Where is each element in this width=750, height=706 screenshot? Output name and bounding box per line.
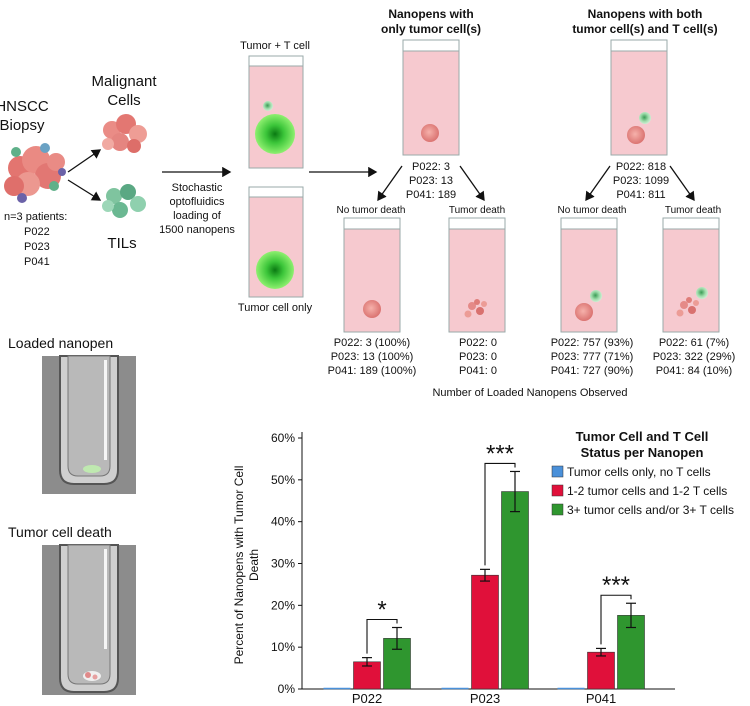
arrow <box>67 179 102 201</box>
no-death-count: P041: 189 (100%) <box>328 365 417 377</box>
arrow <box>377 165 403 202</box>
group-count: P022: 818 <box>616 161 666 173</box>
x-tick-label: P023 <box>470 691 500 706</box>
arrow <box>669 165 695 202</box>
micrograph-tumor-cell-death <box>42 544 136 695</box>
y-axis-label: Death <box>247 549 261 581</box>
no-death-count: P022: 3 (100%) <box>334 337 410 349</box>
nanopen-death-both <box>662 217 720 333</box>
significance-marker: * <box>377 597 386 624</box>
biopsy-label-1: HNSCC <box>0 98 49 115</box>
no-death-count: P023: 777 (71%) <box>551 351 634 363</box>
loading-text: 1500 nanopens <box>159 224 235 236</box>
y-axis-label: Percent of Nanopens with Tumor Cell <box>232 466 246 665</box>
legend-swatch <box>551 484 564 497</box>
legend-label: 3+ tumor cells and/or 3+ T cells <box>567 503 734 517</box>
observed-caption: Number of Loaded Nanopens Observed <box>432 387 627 399</box>
nanopen-tumor-only <box>248 186 304 298</box>
y-tick-label: 0% <box>278 682 296 696</box>
malignant-label-1: Malignant <box>91 73 157 90</box>
group-count: P023: 1099 <box>613 175 669 187</box>
no-death-count: P023: 13 (100%) <box>331 351 414 363</box>
legend-swatch <box>551 465 564 478</box>
no-death-label: No tumor death <box>337 205 406 216</box>
group-count: P041: 189 <box>406 189 456 201</box>
patient-id: P022 <box>24 226 50 238</box>
arrow <box>585 165 611 202</box>
patient-id: P041 <box>24 256 50 268</box>
nanopen-both <box>610 39 668 156</box>
group-count: P023: 13 <box>409 175 453 187</box>
tumor-t-cell-label: Tumor + T cell <box>240 40 310 52</box>
death-count: P022: 61 (7%) <box>659 337 729 349</box>
group-count: P041: 811 <box>616 189 665 201</box>
group-only-tumor-title: only tumor cell(s) <box>381 22 481 36</box>
y-tick-label: 20% <box>271 598 295 612</box>
bar-chart: Tumor Cell and T Cell Status per Nanopen… <box>232 429 734 706</box>
tils-label: TILs <box>107 235 136 252</box>
malignant-label-2: Cells <box>107 92 140 109</box>
significance-bracket <box>366 618 398 654</box>
group-count: P022: 3 <box>412 161 450 173</box>
chart-title: Status per Nanopen <box>581 445 704 460</box>
loading-text: Stochastic <box>172 182 223 194</box>
loading-text: optofluidics <box>169 196 225 208</box>
significance-marker: *** <box>486 440 514 467</box>
significance-bracket <box>600 594 632 645</box>
no-death-count: P041: 727 (90%) <box>551 365 634 377</box>
nanopen-death-only-tumor <box>448 217 506 333</box>
significance-bracket <box>484 462 516 566</box>
group-only-tumor-title: Nanopens with <box>388 7 473 21</box>
bar <box>501 491 529 690</box>
y-tick-label: 50% <box>271 473 295 487</box>
nanopen-only-tumor <box>402 39 460 156</box>
y-tick-label: 40% <box>271 515 295 529</box>
arrow <box>459 165 485 202</box>
group-both-title: tumor cell(s) and T cell(s) <box>572 22 717 36</box>
bar <box>353 661 381 690</box>
significance-marker: *** <box>602 572 630 599</box>
nanopen-no-death-only-tumor <box>343 217 401 333</box>
death-count: P041: 84 (10%) <box>656 365 732 377</box>
arrow <box>67 149 102 173</box>
death-label: Tumor death <box>449 205 505 216</box>
legend-label: 1-2 tumor cells and 1-2 T cells <box>567 484 727 498</box>
no-death-label: No tumor death <box>558 205 627 216</box>
micrograph-loaded-nanopen <box>42 355 136 494</box>
nanopen-tumor-t-cell <box>248 55 304 169</box>
group-both-title: Nanopens with both <box>588 7 703 21</box>
patients-title: n=3 patients: <box>4 211 67 223</box>
no-death-count: P022: 757 (93%) <box>551 337 634 349</box>
loaded-nanopen-label: Loaded nanopen <box>8 335 113 351</box>
tumor-cell-death-label: Tumor cell death <box>8 524 112 540</box>
death-count: P041: 0 <box>459 365 497 377</box>
y-tick-label: 10% <box>271 640 295 654</box>
malignant-cells-illustration <box>102 114 147 153</box>
x-tick-label: P041 <box>586 691 616 706</box>
tils-illustration <box>102 184 146 218</box>
legend-swatch <box>551 503 564 516</box>
bar <box>587 651 615 690</box>
death-count: P023: 0 <box>459 351 497 363</box>
tumor-only-label: Tumor cell only <box>238 302 313 314</box>
y-tick-label: 30% <box>271 557 295 571</box>
bar <box>471 574 499 690</box>
death-count: P022: 0 <box>459 337 497 349</box>
death-count: P023: 322 (29%) <box>653 351 736 363</box>
death-label: Tumor death <box>665 205 721 216</box>
loading-text: loading of <box>173 210 222 222</box>
biopsy-label-2: Biopsy <box>0 117 45 134</box>
biopsy-illustration <box>4 143 66 203</box>
chart-title: Tumor Cell and T Cell <box>576 429 709 444</box>
nanopen-no-death-both <box>560 217 618 333</box>
legend-label: Tumor cells only, no T cells <box>567 465 711 479</box>
x-tick-label: P022 <box>352 691 382 706</box>
y-tick-label: 60% <box>271 431 295 445</box>
patient-id: P023 <box>24 241 50 253</box>
